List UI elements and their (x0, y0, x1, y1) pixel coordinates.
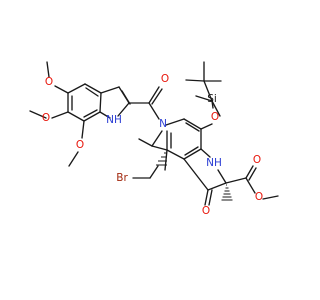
atom-o-methoxy-2: O (42, 112, 50, 124)
atom-o-carbonyl-amide: O (161, 73, 169, 85)
atom-nh-indole: NH (106, 114, 122, 126)
atom-n-ring: N (159, 118, 167, 130)
atom-o-ketone: O (202, 205, 210, 217)
atom-br: Br (116, 172, 128, 184)
structure-drawing: O O O NH O N O Si Br NH O O O (29, 61, 279, 217)
atom-si: Si (207, 93, 217, 105)
atom-o-ester-methoxy: O (255, 191, 263, 203)
molecule-canvas: O O O NH O N O Si Br NH O O O (29, 61, 279, 217)
atom-labels: O O O NH O N O Si Br NH O O O (42, 73, 263, 217)
atom-o-ester-carbonyl: O (253, 154, 261, 166)
atom-o-silyl-ether: O (211, 111, 219, 123)
atom-o-methoxy-1: O (45, 76, 53, 88)
atom-o-methoxy-3: O (76, 139, 84, 151)
bond-lines (29, 61, 279, 206)
atom-nh-ring: NH (206, 157, 222, 169)
stereo-bonds (132, 152, 233, 201)
